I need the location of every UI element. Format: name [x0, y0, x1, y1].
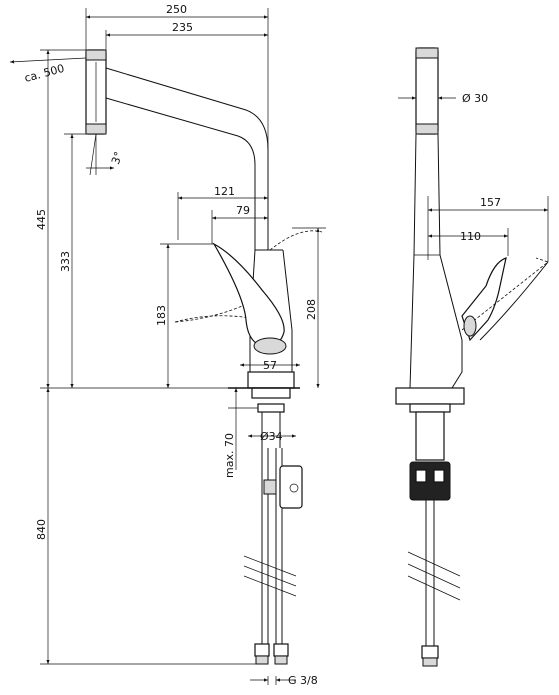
dim-183-label: 183: [155, 305, 168, 326]
dimension-lines-front: [9, 8, 326, 685]
dim-250-label: 250: [166, 3, 187, 16]
dim-110-label: 110: [460, 230, 481, 243]
dim-dia34-label: Ø34: [260, 430, 283, 443]
side-view: Ø 30 157 110: [395, 47, 549, 667]
dim-g38-label: G 3/8: [288, 674, 318, 687]
dim-157-label: 157: [480, 196, 501, 209]
dim-333-label: 333: [59, 251, 72, 272]
faucet-body-front: [85, 49, 323, 665]
dim-dia30-label: Ø 30: [462, 92, 488, 105]
dim-208-label: 208: [305, 299, 318, 320]
front-view: 250 235 ca. 500 3° 445 333 121 79 183 20…: [9, 3, 326, 687]
dim-max70-label: max. 70: [223, 433, 236, 478]
dim-57-label: 57: [263, 359, 277, 372]
dim-235-label: 235: [172, 21, 193, 34]
dim-3deg-label: 3°: [109, 150, 125, 166]
dim-445-label: 445: [35, 209, 48, 230]
dim-840-label: 840: [35, 519, 48, 540]
faucet-body-side: [395, 47, 549, 667]
dimension-lines-side: [398, 96, 549, 262]
dim-121-label: 121: [214, 185, 235, 198]
dim-79-label: 79: [236, 204, 250, 217]
dim-ca500-label: ca. 500: [23, 62, 66, 85]
